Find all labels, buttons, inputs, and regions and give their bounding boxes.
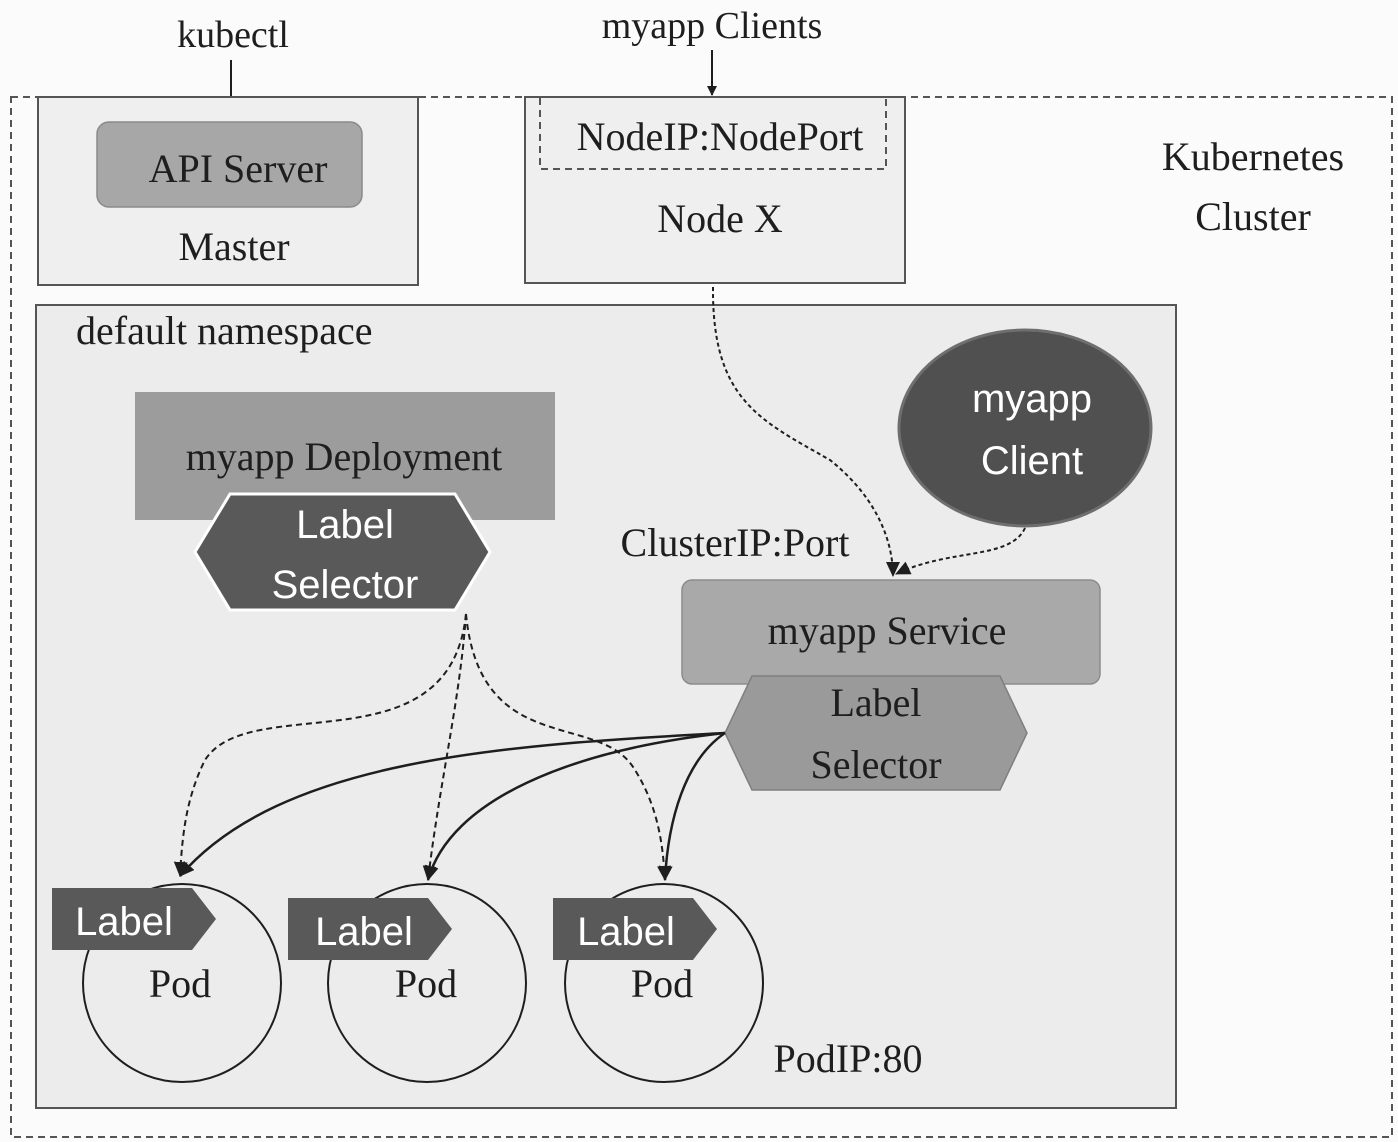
- pod-3-label-tag: [553, 898, 717, 960]
- namespace-label: default namespace: [76, 308, 373, 353]
- node-port-box: [539, 96, 887, 170]
- service-selector-line1: Label: [830, 680, 921, 725]
- nodeport-to-service-arrow: [711, 286, 900, 577]
- service-to-pod2-arrow: [424, 731, 726, 881]
- myapp-client: [897, 328, 1153, 528]
- pod-1-label: Pod: [149, 961, 211, 1006]
- cluster-label-line2: Cluster: [1195, 194, 1311, 239]
- deployment-label-selector: [193, 492, 492, 612]
- service-to-pod1-arrow: [179, 731, 726, 877]
- kubectl-label: kubectl: [177, 14, 289, 56]
- pod-3: Label Pod: [553, 883, 764, 1083]
- deployment-to-pod1-arrow: [173, 613, 467, 877]
- client-to-service-arrow: [895, 527, 1026, 575]
- api-server: [96, 121, 363, 208]
- node-port-label: NodeIP:NodePort: [577, 114, 864, 159]
- client-line1: myapp: [972, 377, 1092, 421]
- deployment-to-pod3-arrow: [465, 613, 672, 881]
- node-x-label: Node X: [657, 196, 783, 241]
- pod-2-tag-text: Label: [315, 910, 413, 954]
- deployment-selector-line2: Selector: [272, 563, 419, 607]
- pod-2-label: Pod: [395, 961, 457, 1006]
- pod-1: Label Pod: [52, 883, 282, 1083]
- pod-2-label-tag: [288, 898, 452, 960]
- myapp-clients-label: myapp Clients: [602, 5, 823, 47]
- deployment-label: myapp Deployment: [186, 434, 503, 479]
- deployment-selector-line1: Label: [296, 503, 394, 547]
- master-label: Master: [178, 224, 289, 269]
- pod-ip-label: PodIP:80: [774, 1036, 923, 1081]
- service-selector-line2: Selector: [810, 742, 941, 787]
- cluster-ip-label: ClusterIP:Port: [621, 520, 850, 565]
- deployment-to-pod2-arrow: [422, 613, 467, 881]
- api-server-label: API Server: [149, 146, 328, 191]
- master-node: API Server Master: [37, 96, 419, 286]
- pod-1-label-tag: [52, 888, 216, 950]
- service-label: myapp Service: [768, 608, 1007, 653]
- pod-2: Label Pod: [288, 883, 527, 1083]
- client-line2: Client: [981, 439, 1083, 483]
- pod-1-tag-text: Label: [75, 900, 173, 944]
- pod-3-label: Pod: [631, 961, 693, 1006]
- cluster-label-line1: Kubernetes: [1162, 134, 1344, 179]
- service-to-pod3-arrow: [658, 731, 726, 881]
- pod-3-tag-text: Label: [577, 910, 675, 954]
- node-x: NodeIP:NodePort Node X: [524, 96, 906, 284]
